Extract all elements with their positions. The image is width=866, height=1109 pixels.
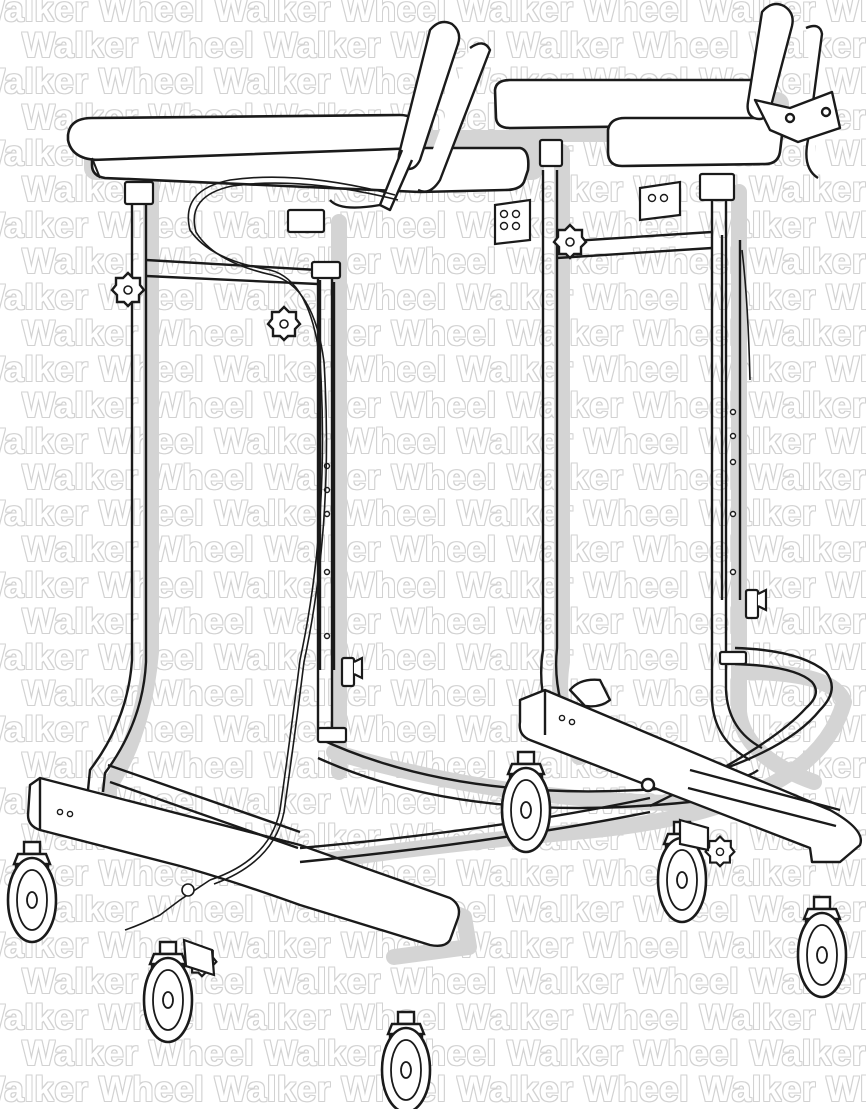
height-clamps <box>123 138 748 744</box>
base-holes <box>56 714 576 818</box>
frame-tubes <box>86 170 763 793</box>
adjustment-holes <box>323 408 737 640</box>
base-frame <box>26 646 863 948</box>
brake-handle-left <box>329 20 492 212</box>
caster-brake-pedal <box>182 818 710 977</box>
caster-center <box>380 1010 432 1109</box>
watermark-row: Walker Wheel Walker Wheel Walker Wheel W… <box>0 1070 866 1109</box>
caster-right-front <box>796 895 848 999</box>
bracket-holes <box>499 193 669 231</box>
caster-front-left <box>6 840 58 944</box>
brake-cables <box>124 176 751 931</box>
brake-handle-right <box>746 2 842 180</box>
caster-right-back <box>500 750 552 854</box>
watermark-row: Walker Wheel Walker Wheel Walker Wheel W… <box>0 0 866 29</box>
